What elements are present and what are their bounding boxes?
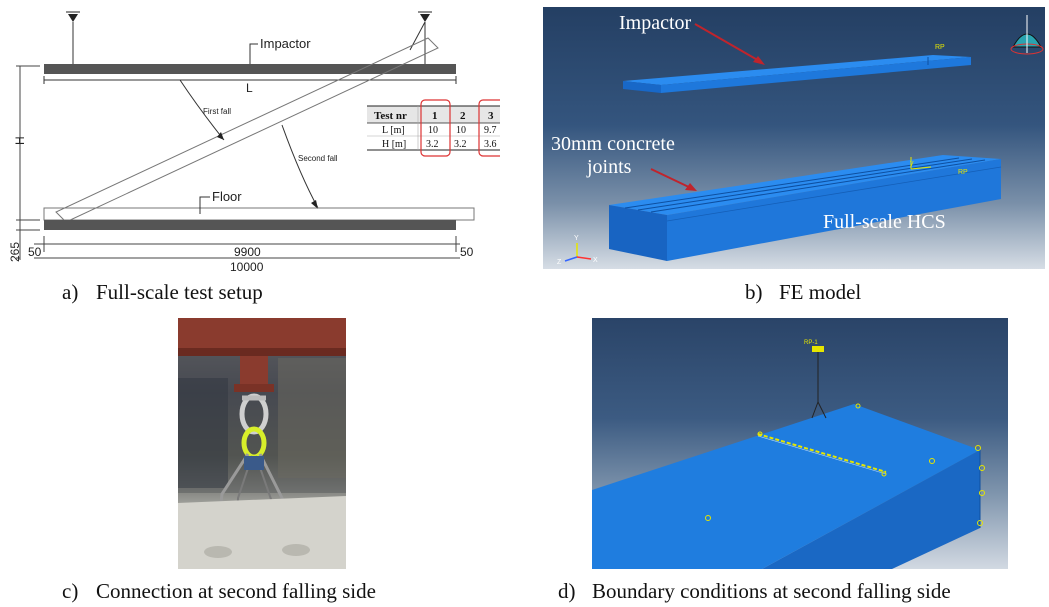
fe-joints-label: 30mm concrete joints	[551, 133, 675, 179]
svg-text:RP: RP	[935, 44, 945, 51]
length-label: L	[246, 81, 253, 95]
first-fall-label: First fall	[203, 107, 231, 116]
table-cell-1-1: 3.2	[426, 139, 439, 150]
connection-photo	[178, 318, 346, 569]
joints-arrow	[650, 168, 694, 190]
svg-text:y: y	[910, 160, 914, 167]
view-cube-icon	[1010, 15, 1044, 55]
table-header-3: 3	[488, 110, 494, 122]
dim-10000: 10000	[230, 260, 264, 274]
fe-joints-label-line1: 30mm concrete	[551, 133, 675, 155]
falling-beam-outline	[55, 37, 439, 223]
fe-joints-label-line2: joints	[587, 156, 632, 178]
test-setup-drawing: L Impactor First fall Second fall Floor …	[8, 11, 515, 274]
caption-d-letter: d)	[558, 579, 576, 603]
second-fall-label: Second fall	[298, 154, 338, 163]
table-header-0: Test nr	[374, 110, 407, 122]
svg-text:Z: Z	[557, 259, 562, 266]
left-support-icon	[66, 11, 80, 64]
caption-c: c) Connection at second falling side	[62, 579, 376, 603]
panel-d-boundary-conditions: RP-1	[592, 318, 1008, 569]
table-cell-0-1: 10	[428, 125, 438, 136]
caption-b-letter: b)	[745, 280, 763, 304]
caption-d: d) Boundary conditions at second falling …	[558, 579, 951, 603]
caption-d-text: Boundary conditions at second falling si…	[592, 579, 951, 603]
dim-9900: 9900	[234, 245, 261, 259]
caption-b: b) FE model	[745, 280, 861, 304]
fe-model-drawing: RP Y Z X y	[557, 15, 1044, 266]
floor-label: Floor	[212, 189, 242, 204]
highlight-test-1	[420, 99, 451, 157]
svg-text:X: X	[593, 257, 598, 264]
svg-text:RP-1: RP-1	[804, 340, 818, 346]
boundary-conditions-drawing: RP-1	[592, 340, 985, 569]
panel-a-test-setup: L Impactor First fall Second fall Floor …	[0, 0, 515, 285]
impactor-label: Impactor	[260, 36, 311, 51]
table-header-2: 2	[460, 110, 466, 122]
svg-text:Y: Y	[574, 235, 579, 242]
impactor-arrow	[694, 23, 762, 63]
height-label: H	[13, 136, 27, 145]
caption-c-text: Connection at second falling side	[96, 579, 376, 603]
caption-a-text: Full-scale test setup	[96, 280, 263, 304]
table-cell-0-2: 10	[456, 125, 466, 136]
floor-slab	[44, 220, 456, 230]
axes-triad-icon: Y Z X	[557, 235, 598, 266]
caption-a: a) Full-scale test setup	[62, 280, 263, 304]
caption-b-text: FE model	[779, 280, 862, 304]
dim-50-left: 50	[28, 245, 42, 259]
table-cell-1-2: 3.2	[454, 139, 467, 150]
table-header-1: 1	[432, 110, 438, 122]
panel-b-fe-model: RP Y Z X y	[543, 7, 1045, 269]
caption-a-letter: a)	[62, 280, 79, 304]
table-cell-0-0: L [m]	[382, 125, 405, 136]
dim-50-right: 50	[460, 245, 474, 259]
impactor-beam	[44, 64, 456, 74]
caption-c-letter: c)	[62, 579, 79, 603]
fe-hcs-label: Full-scale HCS	[823, 211, 946, 233]
table-cell-1-0: H [m]	[382, 139, 406, 150]
svg-text:RP: RP	[958, 169, 968, 176]
panel-c-connection-photo	[178, 318, 346, 569]
fe-impactor-label: Impactor	[619, 12, 692, 34]
table-cell-1-3: 3.6	[484, 139, 497, 150]
test-table: Test nr 1 2 3 L [m] 10 10 9.7 H [m] 3.2 …	[367, 99, 515, 157]
dim-265: 265	[8, 242, 22, 262]
table-cell-0-3: 9.7	[484, 125, 497, 136]
